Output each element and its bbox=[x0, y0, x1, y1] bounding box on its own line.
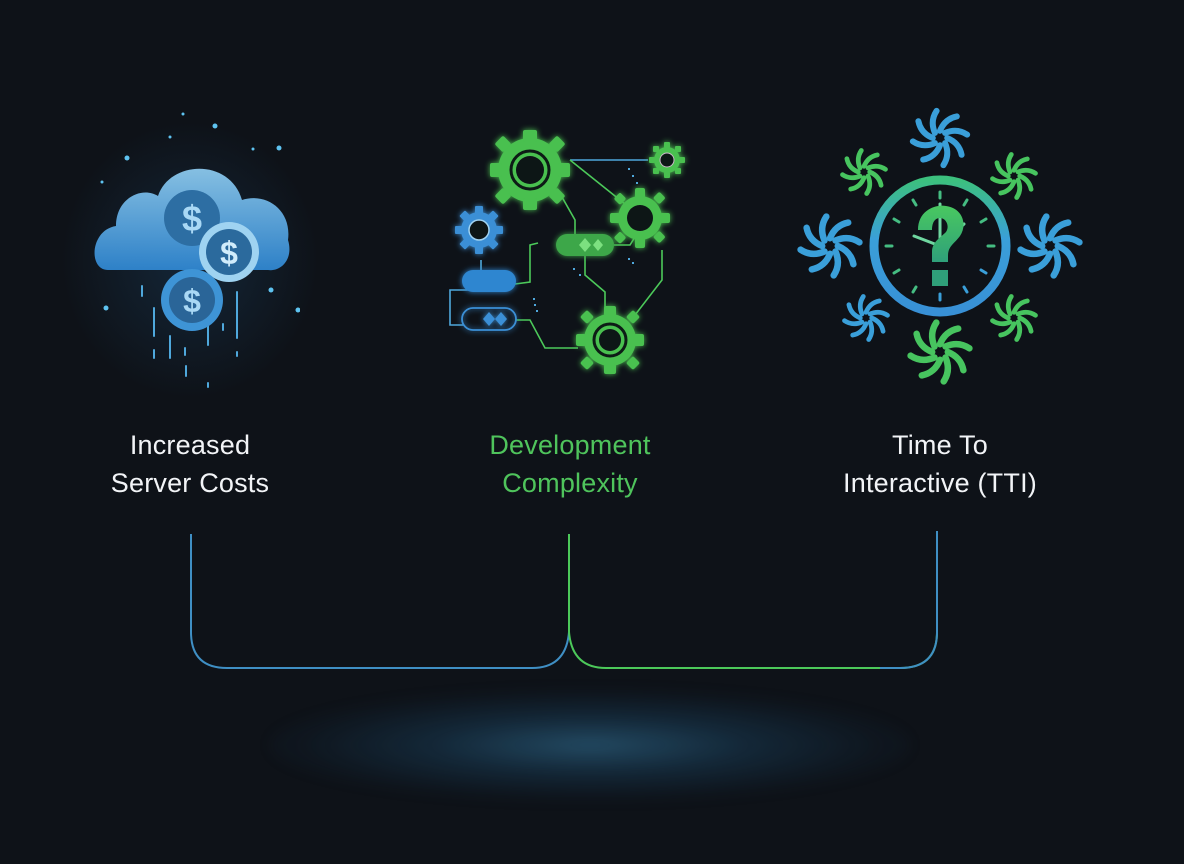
svg-text:$: $ bbox=[183, 283, 201, 319]
label-dev-complexity: Development Complexity bbox=[440, 426, 700, 502]
connector-left bbox=[190, 534, 570, 669]
label-line: Server Costs bbox=[110, 468, 270, 498]
label-line: Development bbox=[489, 430, 651, 460]
label-server-costs: Increased Server Costs bbox=[80, 426, 300, 502]
cloud-dollar-icon: $ $ $ bbox=[80, 100, 300, 400]
label-line: Time To bbox=[892, 430, 988, 460]
label-line: Complexity bbox=[502, 468, 638, 498]
connector-right bbox=[568, 531, 938, 669]
label-line: Interactive (TTI) bbox=[843, 468, 1037, 498]
gears-network-icon bbox=[430, 120, 710, 380]
label-line: Increased bbox=[129, 430, 251, 460]
clock-question-icon bbox=[790, 100, 1090, 400]
label-tti: Time To Interactive (TTI) bbox=[800, 426, 1080, 502]
bottom-glow bbox=[270, 690, 910, 800]
svg-text:$: $ bbox=[220, 235, 238, 271]
svg-text:$: $ bbox=[182, 198, 202, 239]
